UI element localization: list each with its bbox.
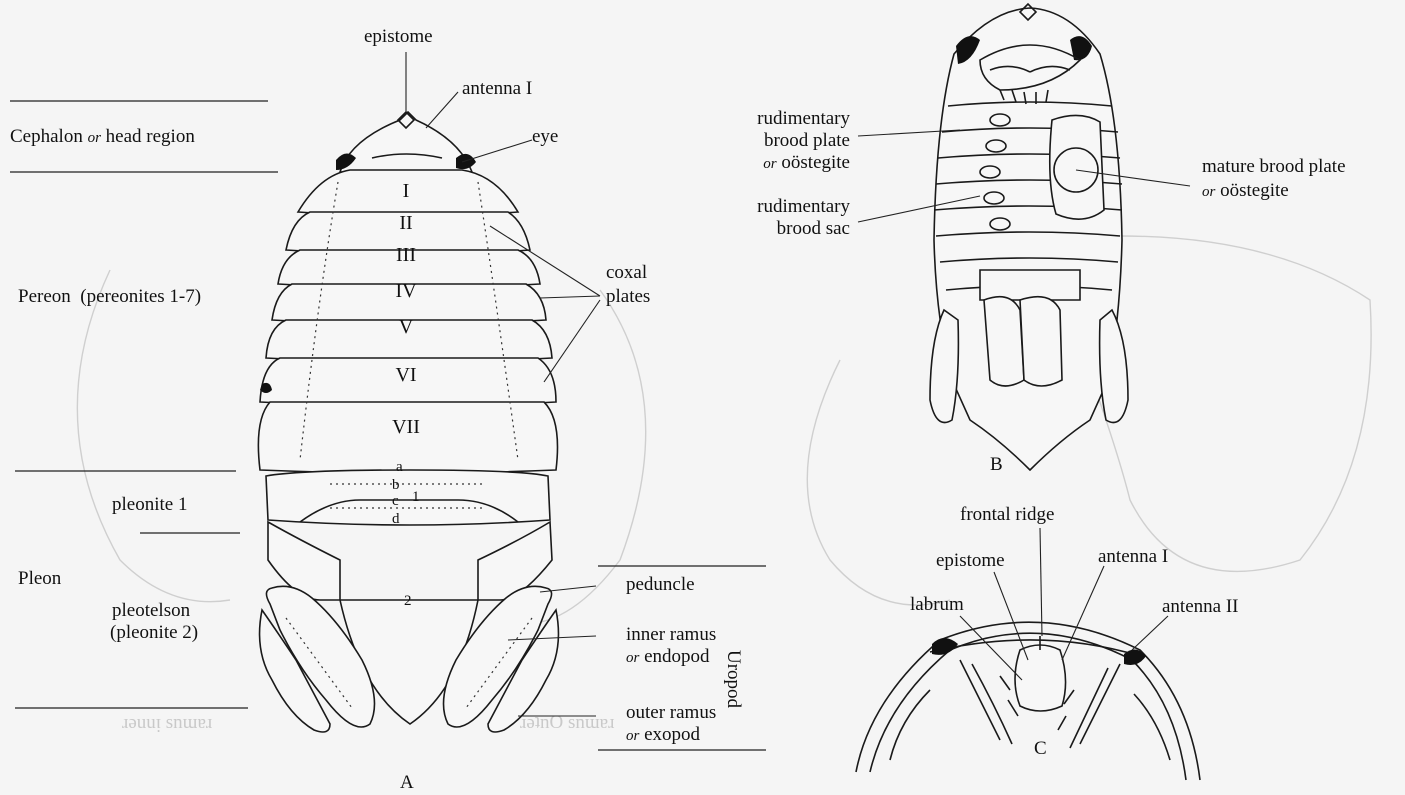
panel-letter-a: A: [400, 772, 414, 794]
label-pleon: Pleon: [18, 568, 61, 590]
label-coxal: coxal: [606, 262, 647, 284]
label-rudimentary-plate-3: or oöstegite: [720, 152, 850, 175]
segment-numeral: III: [386, 244, 426, 266]
label-rudimentary-sac-1: rudimentary: [720, 196, 850, 218]
label-pleotelson: pleotelson: [112, 600, 190, 622]
panel-letter-c: C: [1034, 738, 1047, 760]
label-rudimentary-plate-2: brood plate: [720, 130, 850, 152]
label-antenna-i-a: antenna I: [462, 78, 532, 100]
label-rudimentary-sac-2: brood sac: [720, 218, 850, 240]
label-labrum: labrum: [910, 594, 964, 616]
label-cephalon: Cephalon or head region: [10, 126, 195, 149]
label-antenna-i-c: antenna I: [1098, 546, 1168, 568]
label-rudimentary-plate-1: rudimentary: [720, 108, 850, 130]
label-endopod: or endopod: [626, 646, 710, 669]
segment-numeral: V: [386, 316, 426, 338]
pleonite-1-numeral: 1: [412, 486, 420, 508]
label-uropod: Uropod: [722, 650, 744, 708]
figure-b-drawing: [858, 4, 1190, 470]
label-pleonite-1: pleonite 1: [112, 494, 187, 516]
label-antenna-ii: antenna II: [1162, 596, 1238, 618]
label-outer-ramus: outer ramus: [626, 702, 716, 724]
label-inner-ramus: inner ramus: [626, 624, 716, 646]
segment-numeral: I: [386, 180, 426, 202]
label-mature-oostegite: or oöstegite: [1202, 180, 1289, 203]
label-epistome-c: epistome: [936, 550, 1005, 572]
label-epistome-a: epistome: [364, 26, 433, 48]
label-plates: plates: [606, 286, 650, 308]
label-peduncle: peduncle: [626, 574, 695, 596]
label-pleotelson-sub: (pleonite 2): [110, 622, 198, 644]
label-eye: eye: [532, 126, 558, 148]
label-exopod: or exopod: [626, 724, 700, 747]
pleon-segment-d: d: [392, 508, 400, 530]
segment-numeral: VII: [386, 416, 426, 438]
label-pereon: Pereon (pereonites 1-7): [18, 286, 201, 308]
pleotelson-numeral: 2: [404, 590, 412, 612]
label-frontal-ridge: frontal ridge: [960, 504, 1054, 526]
segment-numeral: IV: [386, 280, 426, 302]
segment-numeral: II: [386, 212, 426, 234]
segment-numeral: VI: [386, 364, 426, 386]
label-mature-brood-plate: mature brood plate: [1202, 156, 1346, 178]
eye-right: [456, 154, 476, 169]
panel-letter-b: B: [990, 454, 1003, 476]
